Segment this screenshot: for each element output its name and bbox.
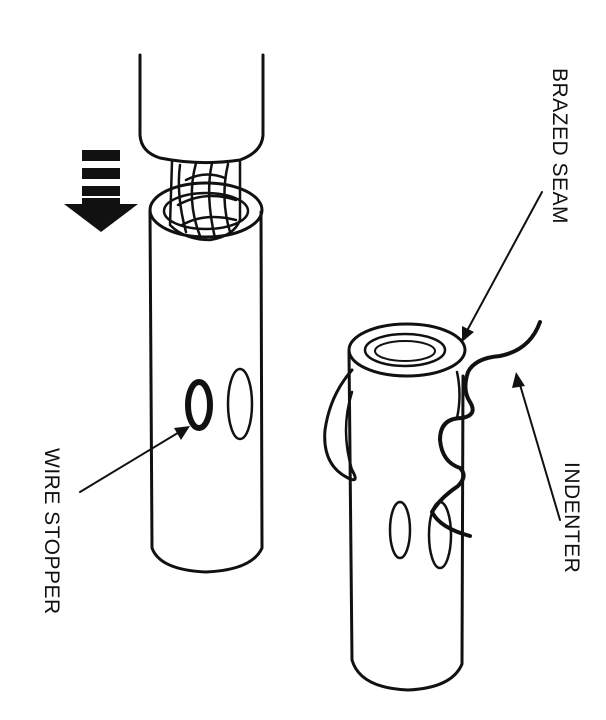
side-hole-right-a xyxy=(388,500,412,560)
crimp-flap xyxy=(323,368,357,482)
indenter-label: INDENTER xyxy=(560,462,583,573)
side-hole-left xyxy=(226,367,254,441)
brazed-seam-label: BRAZED SEAM xyxy=(548,68,571,224)
wire-stopper-hole xyxy=(185,379,213,431)
wire-stopper-arrowhead xyxy=(174,426,190,440)
indenter-tool xyxy=(430,320,542,538)
cable-insulation xyxy=(138,53,265,165)
terminal-barrel-right xyxy=(347,322,467,692)
brazed-seam-arrowhead xyxy=(462,326,474,342)
brazed-seam-pointer xyxy=(461,191,543,341)
terminal-barrel-left xyxy=(148,181,264,574)
indenter-pointer xyxy=(517,377,561,521)
wire-stopper-pointer xyxy=(79,427,187,493)
indenter-arrowhead xyxy=(512,372,525,388)
arrowheads xyxy=(174,326,525,440)
wire-stopper-label: WIRE STOPPER xyxy=(40,448,63,615)
down-arrow-icon xyxy=(64,150,138,232)
brazed-seam-line xyxy=(455,370,461,420)
stranded-conductor xyxy=(168,160,242,242)
